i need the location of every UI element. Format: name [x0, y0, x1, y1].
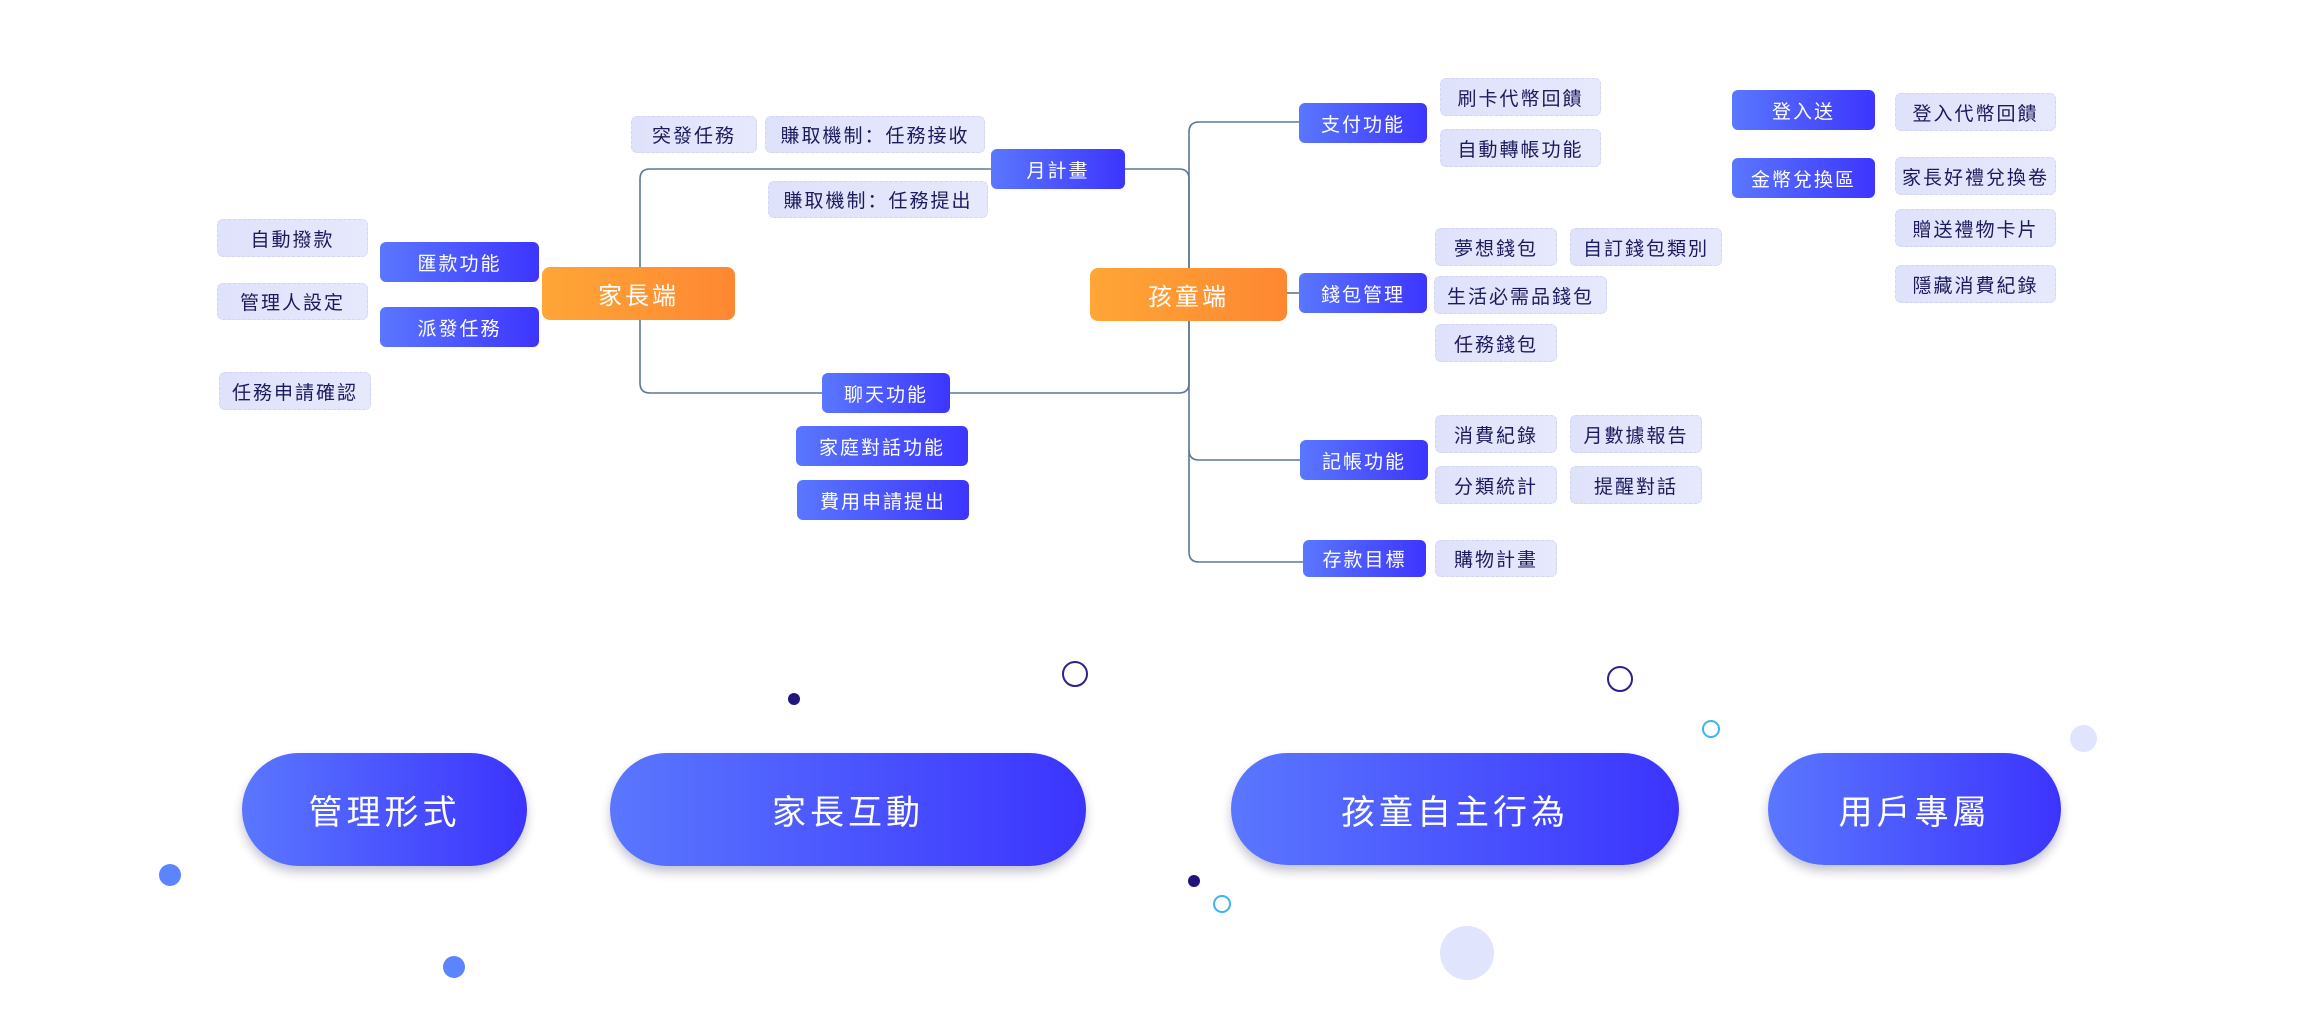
branch-payment[interactable]: 支付功能: [1299, 103, 1427, 143]
branch-chat[interactable]: 聊天功能: [822, 373, 950, 413]
leaf-auto-deduct[interactable]: 自動撥款: [217, 219, 368, 257]
decor-circle-lavender: [2070, 725, 2097, 752]
leaf-auto-transfer[interactable]: 自動轉帳功能: [1440, 129, 1601, 167]
category-child-autonomy-pill[interactable]: 孩童自主行為: [1231, 753, 1679, 865]
branch-family-chat[interactable]: 家庭對話功能: [796, 426, 968, 466]
decor-dot-navy: [1188, 875, 1200, 887]
decor-ring-cyan: [1213, 895, 1231, 913]
branch-login-bonus[interactable]: 登入送: [1732, 90, 1875, 130]
leaf-necessity-wallet[interactable]: 生活必需品錢包: [1434, 276, 1607, 314]
branch-coin-exchange[interactable]: 金幣兌換區: [1732, 158, 1875, 198]
decor-dot-blue: [159, 864, 181, 886]
branch-expense-request[interactable]: 費用申請提出: [797, 480, 969, 520]
leaf-gift-card[interactable]: 贈送禮物卡片: [1895, 209, 2056, 247]
branch-savings-goal[interactable]: 存款目標: [1303, 540, 1426, 577]
leaf-login-token[interactable]: 登入代幣回饋: [1895, 93, 2056, 131]
leaf-earn-submit[interactable]: 賺取機制：任務提出: [768, 181, 988, 218]
decor-dot-blue: [443, 956, 465, 978]
leaf-urgent-task[interactable]: 突發任務: [631, 116, 757, 153]
leaf-task-confirm[interactable]: 任務申請確認: [219, 372, 371, 410]
decor-circle-lavender: [1440, 926, 1494, 980]
decor-ring-navy: [1062, 661, 1088, 687]
leaf-task-wallet[interactable]: 任務錢包: [1435, 324, 1557, 362]
leaf-spending-record[interactable]: 消費紀錄: [1435, 415, 1557, 453]
decor-dot-navy: [788, 693, 800, 705]
leaf-card-token[interactable]: 刷卡代幣回饋: [1440, 78, 1601, 116]
branch-wallet[interactable]: 錢包管理: [1299, 273, 1427, 313]
branch-remit[interactable]: 匯款功能: [380, 242, 539, 282]
decor-ring-navy: [1607, 666, 1633, 692]
connector-child-bookkeeping: [1188, 321, 1300, 461]
leaf-reminder-chat[interactable]: 提醒對話: [1570, 466, 1702, 504]
leaf-admin-settings[interactable]: 管理人設定: [217, 283, 368, 320]
category-user-exclusive-pill[interactable]: 用戶專屬: [1768, 753, 2061, 865]
leaf-parent-gift[interactable]: 家長好禮兌換卷: [1895, 157, 2056, 195]
leaf-dream-wallet[interactable]: 夢想錢包: [1435, 228, 1557, 266]
child-root-node[interactable]: 孩童端: [1090, 268, 1287, 321]
parent-root-node[interactable]: 家長端: [542, 267, 735, 320]
leaf-shopping-plan[interactable]: 購物計畫: [1435, 540, 1557, 577]
leaf-category-stats[interactable]: 分類統計: [1435, 466, 1557, 504]
leaf-custom-wallet[interactable]: 自訂錢包類別: [1570, 228, 1722, 266]
leaf-earn-receive[interactable]: 賺取機制：任務接收: [765, 116, 985, 153]
connector-child-savings: [1188, 450, 1303, 563]
leaf-monthly-report[interactable]: 月數據報告: [1570, 415, 1702, 453]
branch-dispatch-task[interactable]: 派發任務: [380, 307, 539, 347]
category-management-pill[interactable]: 管理形式: [242, 753, 527, 866]
decor-ring-cyan: [1702, 720, 1720, 738]
connector-child-trunk: [1188, 121, 1299, 268]
leaf-hide-record[interactable]: 隱藏消費紀錄: [1895, 265, 2056, 303]
branch-monthly-plan[interactable]: 月計畫: [991, 149, 1125, 189]
branch-bookkeeping[interactable]: 記帳功能: [1300, 440, 1428, 480]
category-parent-interaction-pill[interactable]: 家長互動: [610, 753, 1086, 866]
